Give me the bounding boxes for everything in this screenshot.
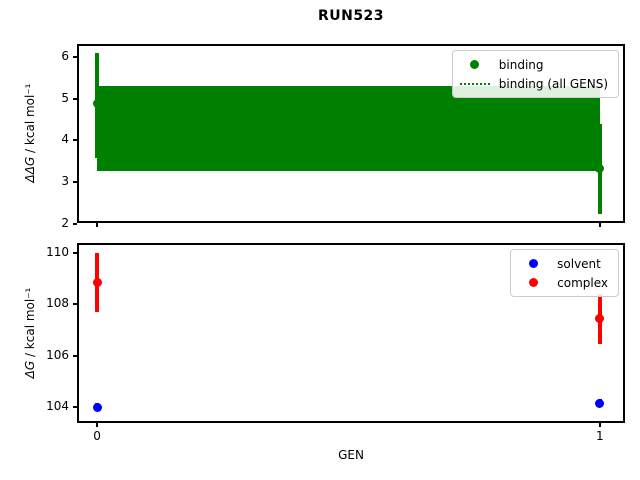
bottom-plot-axes: solvent complex 104 106 108 110 0 1: [46, 243, 625, 443]
y-tick-mark: [73, 303, 77, 306]
y-tick-label: 4: [61, 132, 69, 147]
y-tick-label: 104: [46, 399, 69, 414]
x-tick-label: 0: [93, 429, 101, 443]
x-axis-label: GEN: [338, 448, 364, 462]
bottom-plot-legend: solvent complex: [510, 249, 619, 297]
y-tick-mark: [73, 406, 77, 409]
legend-dot-icon: [470, 60, 480, 69]
x-tick-mark: [598, 223, 601, 227]
x-tick-mark: [96, 423, 99, 427]
y-tick-label: 110: [46, 244, 69, 259]
top-plot-legend: binding binding (all GENS): [451, 50, 619, 98]
y-tick-label: 3: [61, 173, 69, 188]
y-axis-label-bottom-math: ΔG: [23, 360, 37, 379]
x-tick-mark: [96, 223, 99, 227]
legend-marker-cell: [459, 60, 491, 69]
y-tick-mark: [73, 222, 77, 225]
y-tick-mark: [73, 139, 77, 142]
legend-label: complex: [557, 275, 608, 290]
legend-dot-icon: [528, 278, 538, 287]
y-tick-mark: [73, 354, 77, 357]
data-point-binding: [595, 163, 605, 173]
data-point-complex: [595, 313, 605, 323]
legend-marker-cell: [517, 278, 549, 287]
y-tick-mark: [73, 55, 77, 58]
chart-title: RUN523: [317, 8, 385, 24]
y-tick-mark: [73, 180, 77, 183]
legend-label: binding: [498, 57, 544, 72]
y-tick-label: 106: [46, 347, 69, 362]
legend-marker-cell: [459, 82, 491, 85]
y-tick-label: 2: [61, 215, 69, 230]
x-tick-label: 1: [596, 429, 604, 443]
y-tick-label: 6: [61, 48, 69, 63]
y-tick-mark: [73, 97, 77, 100]
y-axis-label-bottom: ΔG / kcal mol⁻¹: [23, 288, 37, 379]
legend-marker-cell: [517, 259, 549, 268]
legend-item: binding (all GENS): [459, 74, 608, 93]
legend-item: solvent: [517, 254, 608, 273]
legend-item: binding: [459, 55, 608, 74]
data-point-solvent: [92, 402, 102, 412]
x-tick-mark: [598, 423, 601, 427]
y-axis-label-bottom-units: / kcal mol⁻¹: [23, 287, 37, 361]
y-tick-label: 5: [61, 90, 69, 105]
legend-item: complex: [517, 273, 608, 292]
y-tick-mark: [73, 251, 77, 254]
top-plot-axes: binding binding (all GENS) 2 3 4 5 6: [61, 44, 625, 230]
legend-label: binding (all GENS): [498, 76, 608, 91]
y-axis-label-top: ΔΔG / kcal mol⁻¹: [23, 84, 37, 183]
legend-dotted-line-icon: [459, 82, 490, 85]
legend-dot-icon: [528, 259, 538, 268]
legend-label: solvent: [557, 256, 601, 271]
data-point-complex: [92, 278, 102, 287]
data-point-solvent: [595, 398, 605, 408]
data-point-binding: [92, 99, 102, 108]
y-axis-label-top-math: ΔΔG: [23, 156, 37, 183]
y-tick-label: 108: [46, 296, 69, 311]
y-axis-label-top-units: / kcal mol⁻¹: [23, 83, 37, 157]
uncertainty-band: [97, 86, 600, 171]
